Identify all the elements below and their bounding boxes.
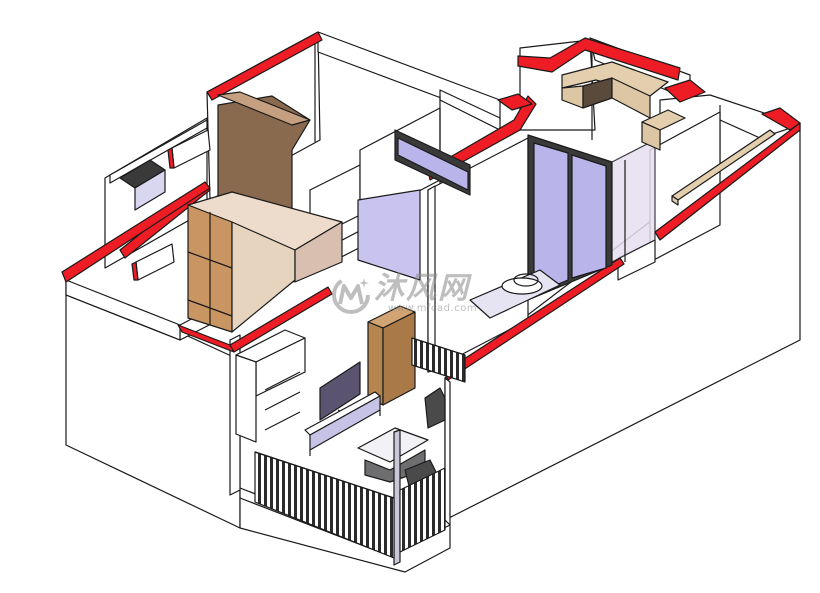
tv-stand bbox=[304, 391, 381, 456]
wardrobe bbox=[187, 91, 343, 333]
storage-shelf bbox=[119, 159, 166, 211]
bathroom-partition-glass bbox=[611, 139, 656, 263]
bathroom-right-wall bbox=[427, 137, 529, 373]
kitchen-side-cabinet bbox=[641, 109, 686, 151]
wall-cap-top-left bbox=[206, 31, 323, 101]
wall-cabinet-living bbox=[235, 329, 306, 443]
balcony-railing-side bbox=[399, 467, 446, 553]
balcony-railing-front bbox=[254, 451, 395, 559]
wall-cap-bedroom-2 bbox=[61, 181, 211, 283]
bookshelf bbox=[367, 305, 416, 406]
bathroom-glass-door-left bbox=[357, 129, 471, 281]
wall-cap-kitchen bbox=[517, 37, 681, 81]
wall-cap-kitchen-side bbox=[654, 122, 801, 241]
armchair-1 bbox=[424, 387, 446, 429]
wall-cap-kitchen-corner bbox=[664, 79, 706, 103]
wall-cap-bathroom-end bbox=[497, 93, 533, 111]
wall-cap-right-corner bbox=[761, 107, 801, 131]
bathtub bbox=[469, 269, 561, 319]
wall-cap-bathroom-front bbox=[443, 257, 625, 381]
kitchen-counter-shelf bbox=[671, 129, 776, 206]
air-conditioner-2 bbox=[131, 243, 175, 281]
kitchen-upper-cabinet bbox=[561, 61, 669, 119]
hall-railing bbox=[411, 337, 466, 383]
support-pillar bbox=[393, 429, 401, 566]
air-conditioner-1 bbox=[167, 129, 211, 169]
bathroom-glass-door-right bbox=[527, 134, 613, 301]
